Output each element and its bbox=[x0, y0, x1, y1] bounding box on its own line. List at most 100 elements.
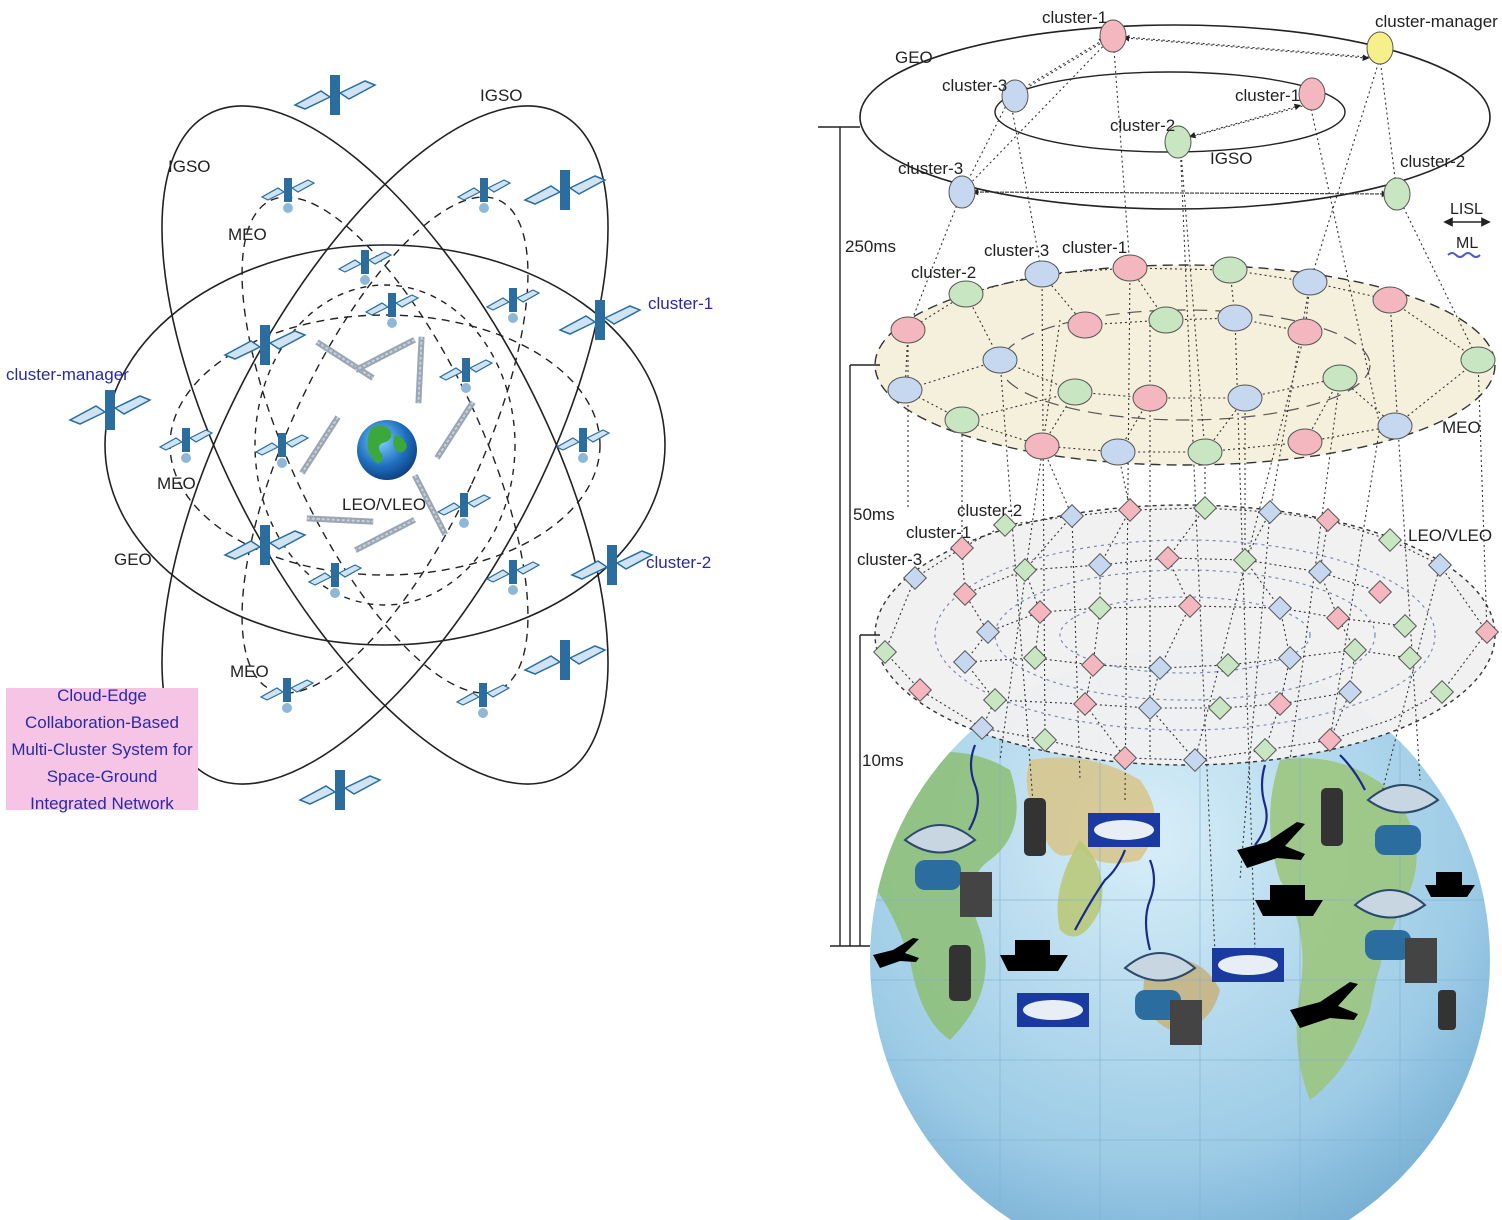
phone-icon bbox=[1321, 788, 1343, 846]
airplane-icon bbox=[1237, 822, 1305, 868]
leo-node bbox=[1367, 579, 1393, 605]
meo-node bbox=[1217, 304, 1253, 332]
airship-icon bbox=[1017, 993, 1089, 1027]
leo-node bbox=[1392, 613, 1418, 639]
satellite-dish-icon bbox=[903, 824, 992, 917]
ground-devices bbox=[873, 744, 1475, 1045]
meo-node bbox=[1212, 256, 1248, 284]
right-geo-label: GEO bbox=[895, 48, 933, 67]
satellite-icon bbox=[486, 287, 540, 324]
leo-node bbox=[1474, 619, 1500, 645]
leo-node bbox=[1027, 599, 1053, 625]
satellite-icon bbox=[261, 177, 315, 214]
orbit-label-geo: GEO bbox=[114, 550, 152, 569]
meo-node bbox=[1187, 438, 1223, 466]
leo-node bbox=[1429, 679, 1455, 705]
meo-node bbox=[1148, 306, 1184, 334]
ml-links bbox=[968, 744, 1366, 951]
meo-node bbox=[1132, 384, 1168, 412]
meo-node bbox=[1227, 384, 1263, 412]
ship-icon bbox=[1425, 872, 1475, 897]
igso-cluster-2-label: cluster-2 bbox=[1110, 116, 1175, 135]
meo-orbit-3 bbox=[241, 196, 529, 694]
meo-node bbox=[1112, 254, 1148, 282]
leo-node bbox=[1147, 655, 1173, 681]
leo-node bbox=[872, 639, 898, 665]
legend-ml-label: ML bbox=[1456, 235, 1478, 252]
satellite-icon bbox=[456, 682, 510, 719]
leo-node bbox=[1117, 497, 1143, 523]
igso-orbit-right bbox=[161, 105, 609, 785]
meo-node bbox=[1460, 346, 1496, 374]
geo-cluster-manager-label: cluster-manager bbox=[1375, 12, 1498, 31]
satellite-icon bbox=[571, 544, 653, 586]
satellite-dish-icon bbox=[1366, 784, 1440, 855]
leo-node bbox=[952, 649, 978, 675]
satellite-icon bbox=[524, 169, 606, 211]
satellite-icon bbox=[439, 357, 493, 394]
ship-icon bbox=[1255, 885, 1323, 916]
leo-node bbox=[1087, 595, 1113, 621]
geo-cluster-2-label: cluster-2 bbox=[1400, 152, 1465, 171]
satellite-icon bbox=[559, 299, 641, 341]
igso-cluster-1-node bbox=[1298, 77, 1326, 111]
legend: LISL ML bbox=[1443, 201, 1491, 258]
leo-node bbox=[969, 715, 995, 741]
geo-igso-nodes bbox=[948, 19, 1411, 211]
meo-node bbox=[948, 280, 984, 308]
leo-nodes bbox=[872, 495, 1500, 773]
cluster-manager-label: cluster-manager bbox=[6, 365, 129, 384]
leo-node bbox=[982, 687, 1008, 713]
leo-node bbox=[1112, 745, 1138, 771]
leo-inner-orbit-2 bbox=[994, 569, 1376, 701]
geo-igso-links bbox=[971, 34, 1389, 198]
right-architecture: LISL ML GEO IGSO MEO LEO/VLEO cluster-1 … bbox=[818, 8, 1500, 1220]
orbit-label-leo-vleo: LEO/VLEO bbox=[342, 495, 426, 514]
airplane-icon bbox=[873, 938, 919, 968]
leo-node bbox=[1032, 727, 1058, 753]
geo-cluster-3-node bbox=[1001, 79, 1029, 113]
inter-layer-links bbox=[907, 35, 1488, 956]
meo-cluster-3-label: cluster-3 bbox=[984, 241, 1049, 260]
latency-10ms-label: 10ms bbox=[862, 751, 904, 770]
leo-cluster-1-label: cluster-1 bbox=[906, 523, 971, 542]
leo-node bbox=[1427, 552, 1453, 578]
latency-250ms-label: 250ms bbox=[845, 237, 896, 256]
satellite-icon bbox=[365, 292, 419, 329]
leo-node bbox=[949, 535, 975, 561]
satellite-icon bbox=[159, 427, 213, 464]
leo-node bbox=[1137, 695, 1163, 721]
phone-icon bbox=[949, 945, 971, 1001]
satellite-icon bbox=[437, 492, 491, 529]
geo-cluster-2-node bbox=[1383, 177, 1411, 211]
legend-lisl-label: LISL bbox=[1450, 201, 1483, 218]
airship-icon bbox=[1212, 948, 1284, 982]
satellite-icon bbox=[338, 249, 392, 286]
leo-node bbox=[1207, 695, 1233, 721]
satellite-icon bbox=[457, 177, 511, 214]
phone-icon bbox=[1438, 990, 1456, 1030]
latency-bracket bbox=[818, 126, 880, 947]
satellite-dish-icon bbox=[1123, 952, 1202, 1045]
leo-node bbox=[1307, 559, 1333, 585]
meo-node bbox=[1067, 311, 1103, 339]
meo-orbit-4 bbox=[254, 284, 516, 606]
meo-node bbox=[1100, 438, 1136, 466]
meo-node bbox=[982, 346, 1018, 374]
leo-node bbox=[1059, 503, 1085, 529]
leo-node bbox=[1215, 652, 1241, 678]
latency-50ms-label: 50ms bbox=[853, 505, 895, 524]
orbit-label-igso-top: IGSO bbox=[480, 86, 523, 105]
satellite-icon bbox=[556, 427, 610, 464]
leo-node bbox=[992, 512, 1018, 538]
orbit-label-meo-left: MEO bbox=[157, 474, 196, 493]
igso-cluster-2-node bbox=[1164, 125, 1192, 159]
leo-cluster-3-label: cluster-3 bbox=[857, 550, 922, 569]
leo-node bbox=[1377, 527, 1403, 553]
airplane-icon bbox=[1290, 982, 1358, 1028]
right-meo-label: MEO bbox=[1442, 418, 1481, 437]
satellite-icon bbox=[255, 432, 309, 469]
satellite-icon bbox=[260, 677, 314, 714]
meo-node bbox=[1287, 428, 1323, 456]
leo-cluster-2-label: cluster-2 bbox=[957, 501, 1022, 520]
